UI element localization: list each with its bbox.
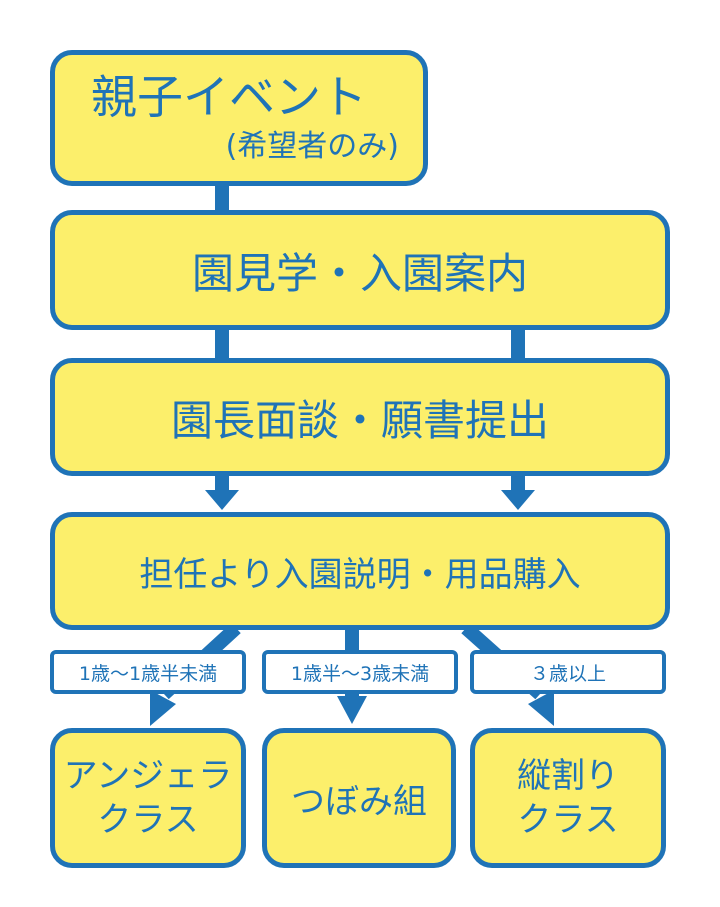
condition-tag-3-plus: ３歳以上	[470, 650, 666, 694]
condition-tag-1-5-to-3: 1歳半～3歳未満	[262, 650, 458, 694]
step-event-title: 親子イベント	[91, 70, 367, 124]
class-angela-line-1: アンジェラ	[63, 756, 233, 796]
class-mixed-age-line-1: 縦割り	[517, 756, 619, 796]
arrowhead-interview-explain-right	[501, 490, 535, 510]
arrowhead-interview-explain-left	[205, 490, 239, 510]
step-interview-label: 園長面談・願書提出	[170, 395, 549, 445]
condition-tag-under-1-5-label: 1歳～1歳半未満	[78, 662, 218, 685]
step-parent-child-event: 親子イベント (希望者のみ)	[50, 50, 428, 186]
step-event-note: (希望者のみ)	[225, 129, 399, 164]
class-angela-line-2: クラス	[97, 800, 199, 840]
class-mixed-age-line-2: クラス	[517, 800, 619, 840]
arrowhead-branch-left	[150, 690, 176, 726]
step-explain-label: 担任より入園説明・用品購入	[139, 554, 581, 595]
step-interview-application: 園長面談・願書提出	[50, 358, 670, 476]
step-school-tour: 園見学・入園案内	[50, 210, 670, 330]
step-enrollment-explanation: 担任より入園説明・用品購入	[50, 512, 670, 630]
arrowhead-branch-center	[337, 696, 367, 724]
class-tsubomi: つぼみ組	[262, 728, 456, 868]
condition-tag-1-5-to-3-label: 1歳半～3歳未満	[290, 662, 430, 685]
step-tour-label: 園見学・入園案内	[191, 248, 528, 298]
class-angela: アンジェラ クラス	[50, 728, 246, 868]
condition-tag-under-1-5: 1歳～1歳半未満	[50, 650, 246, 694]
class-mixed-age: 縦割り クラス	[470, 728, 666, 868]
condition-tag-3-plus-label: ３歳以上	[529, 662, 606, 685]
class-tsubomi-line-1: つぼみ組	[291, 781, 427, 822]
arrowhead-branch-right	[528, 690, 554, 726]
